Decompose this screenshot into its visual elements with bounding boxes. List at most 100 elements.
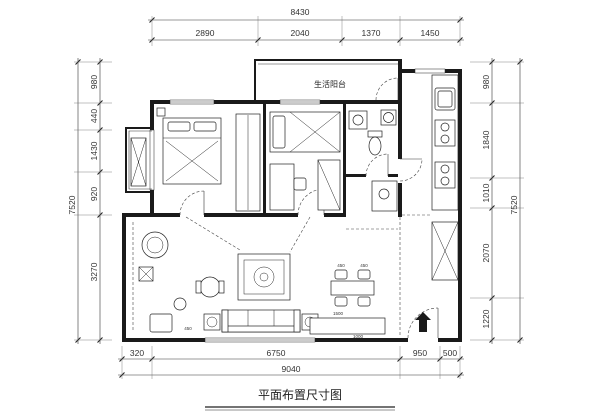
guide-lines <box>132 214 430 336</box>
balcony-door-swing <box>375 77 399 101</box>
dim-left-segment: 980 <box>89 75 99 89</box>
dim-left-segment: 1430 <box>89 141 99 160</box>
right-exterior-wall <box>458 69 462 342</box>
side-chair <box>195 280 202 294</box>
study-cabinet-mark <box>317 159 341 211</box>
plant-stand-mark <box>138 266 154 282</box>
storage-bench <box>309 317 386 335</box>
sofa-arm <box>221 309 229 333</box>
entry-door-swing <box>407 307 439 339</box>
room-label-balcony: 生活阳台 <box>314 79 346 89</box>
dim-top-total: 8430 <box>291 7 310 17</box>
bed-pillow <box>167 121 191 132</box>
bay-window-sill <box>128 130 152 190</box>
dim-left-total: 7520 <box>67 195 77 214</box>
circulation-dashed-line <box>185 216 241 251</box>
nightstand <box>156 107 166 117</box>
dim-left-segment: 440 <box>89 109 99 123</box>
dim-top-segment: 2040 <box>291 28 310 38</box>
dim-bottom-segment: 950 <box>413 348 427 358</box>
dim-right-total: 7520 <box>509 195 519 214</box>
stove-burner <box>440 134 450 144</box>
lounge-armchair <box>141 231 169 259</box>
dining-area: 450 450 1500 1000 <box>309 263 386 339</box>
bathroom-door-swing <box>365 153 389 177</box>
dim-right-segment: 1840 <box>481 130 491 149</box>
dining-chair <box>334 269 348 280</box>
area-rug-flower <box>253 266 275 288</box>
kitchen-sink-bowl <box>437 90 453 108</box>
dining-chair <box>357 296 371 307</box>
bay-window-frame <box>125 127 152 193</box>
dim-right-segment: 2070 <box>481 243 491 262</box>
round-side-table <box>199 276 221 298</box>
kitchen-left-wall <box>398 59 402 159</box>
dim-left-segment: 3270 <box>89 262 99 281</box>
dim-bottom-segment: 320 <box>130 348 144 358</box>
rooms-top-wall <box>150 100 402 104</box>
bay-seat-cushion-line <box>130 137 147 187</box>
kitchen-window <box>414 68 446 74</box>
entry-bottom-wall-left <box>400 338 408 342</box>
circulation-dashed-line <box>289 216 311 253</box>
area-rug <box>237 253 291 301</box>
bathroom-bottom-wall-right <box>388 174 398 177</box>
cooktop-burner <box>440 176 450 186</box>
doors <box>179 77 439 339</box>
dim-bottom-segment: 6750 <box>267 348 286 358</box>
entry-arrow-icon <box>415 312 431 332</box>
kitchen <box>431 74 459 281</box>
refrigerator-mark <box>431 221 459 281</box>
dim-top-segment: 1450 <box>421 28 440 38</box>
lounge-chair <box>149 313 173 333</box>
bench-depth-dimension: 1000 <box>353 334 364 339</box>
bed-blanket-fold <box>165 140 219 182</box>
lounge-armchair-seat <box>146 236 164 254</box>
lounge-stool <box>173 297 187 311</box>
living-chair-dimension: 450 <box>184 326 192 331</box>
area-rug-border <box>243 259 285 295</box>
sofa-arm <box>293 309 301 333</box>
study-desk <box>269 163 295 211</box>
study-chair <box>293 177 307 191</box>
drawing-title: 平面布置尺寸图 <box>258 388 342 402</box>
bench-width-dimension: 1500 <box>333 311 344 316</box>
table-lamp <box>206 316 218 328</box>
dim-right-segment: 980 <box>481 75 491 89</box>
cooktop-burner <box>440 164 450 174</box>
bathroom-bottom-wall <box>346 174 366 177</box>
gas-stove <box>434 119 456 147</box>
single-bed-blanket <box>289 111 341 153</box>
living-top-wall-mid <box>204 213 298 217</box>
study-bathroom-partition <box>343 104 346 213</box>
dim-bottom-total: 9040 <box>282 364 301 374</box>
walls <box>122 59 462 343</box>
study-room <box>269 111 341 211</box>
living-top-wall-right <box>324 213 346 217</box>
stove-burner <box>440 122 450 132</box>
dining-chair <box>334 296 348 307</box>
washing-machine-drum <box>383 112 394 123</box>
living-left-wall <box>122 215 126 342</box>
toilet-bowl <box>368 136 382 156</box>
dim-top-segment: 1370 <box>362 28 381 38</box>
kitchen-door-swing <box>399 158 423 182</box>
dimension-annotations: 8430 2890 2040 1370 1450 7520 980 440 14… <box>67 7 521 376</box>
sofa-end-table <box>203 313 221 331</box>
living-room: 450 <box>138 231 319 333</box>
master-bedroom <box>130 107 261 212</box>
side-chair <box>218 280 225 294</box>
dim-right-segment: 1010 <box>481 183 491 202</box>
sofa-back <box>221 325 301 333</box>
cooktop <box>434 161 456 189</box>
kitchen-left-wall-lower <box>398 183 402 217</box>
balcony-top-wall <box>254 59 400 61</box>
bed-pillow <box>193 121 217 132</box>
balcony-left-wall <box>254 59 256 102</box>
bay-window-opening <box>149 129 155 191</box>
bedroom-door-swing <box>179 190 205 216</box>
hall-sink <box>378 188 390 200</box>
dining-chair-dimension: 450 <box>360 263 368 268</box>
dining-chair <box>357 269 371 280</box>
